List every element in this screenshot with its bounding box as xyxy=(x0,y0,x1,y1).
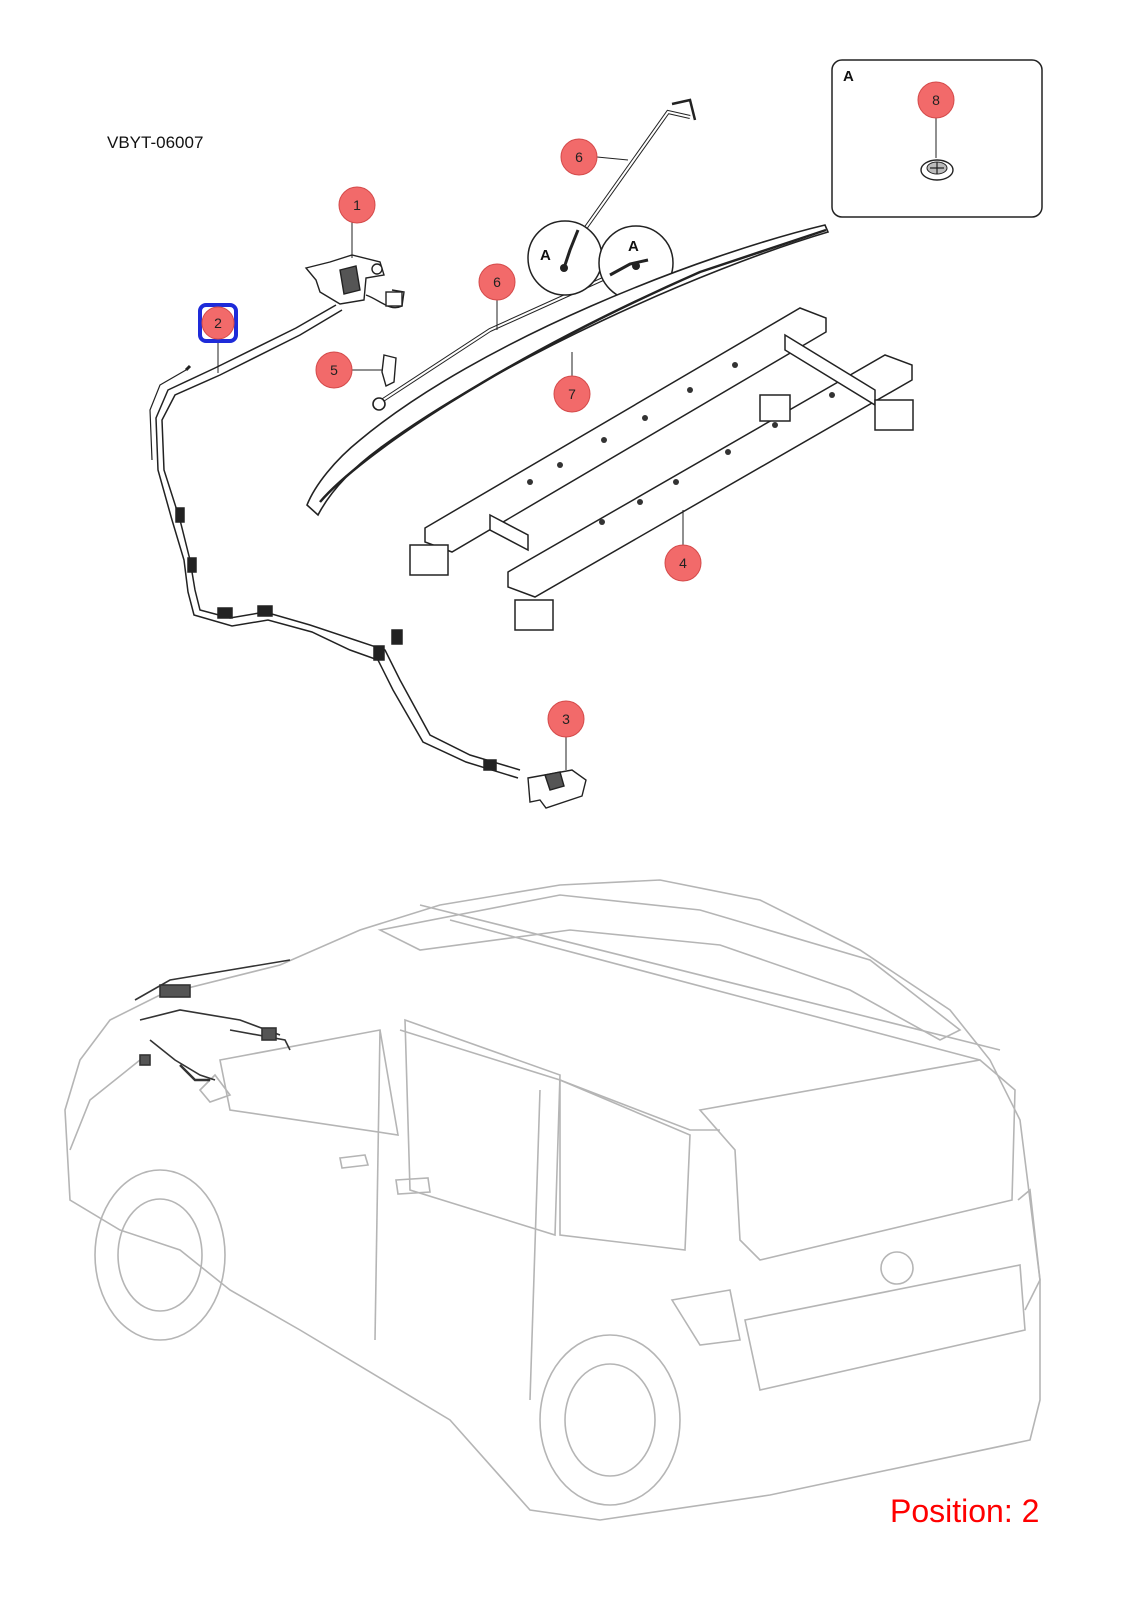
svg-text:1: 1 xyxy=(353,197,361,213)
vehicle-outline xyxy=(64,879,1041,1521)
callout-1[interactable]: 1 xyxy=(338,186,376,224)
callout-2[interactable]: 2 xyxy=(198,303,238,343)
svg-text:6: 6 xyxy=(575,149,583,165)
position-label: Position: 2 xyxy=(890,1493,1040,1529)
roof-trim-strip xyxy=(306,224,830,517)
vehicle-highlighted-harness xyxy=(134,959,291,1082)
release-cable-harness xyxy=(149,304,521,779)
seat-frame xyxy=(409,307,914,631)
detail-view-a-box: A xyxy=(831,59,1043,218)
callout-8[interactable]: 8 xyxy=(917,81,955,119)
callout-3[interactable]: 3 xyxy=(547,700,585,738)
frame-holes xyxy=(527,362,835,525)
callout-5[interactable]: 5 xyxy=(315,351,353,389)
callout-7[interactable]: 7 xyxy=(553,375,591,413)
svg-text:3: 3 xyxy=(562,711,570,727)
svg-text:A: A xyxy=(540,247,551,264)
svg-text:4: 4 xyxy=(679,555,687,571)
callout-2-highlight-frame xyxy=(198,303,238,343)
svg-text:6: 6 xyxy=(493,274,501,290)
detail-view-letter: A xyxy=(843,68,854,85)
svg-text:7: 7 xyxy=(568,386,576,402)
seat-latch-assembly xyxy=(304,222,405,309)
release-handle xyxy=(527,735,587,809)
svg-text:8: 8 xyxy=(932,92,940,108)
svg-text:2: 2 xyxy=(214,315,222,331)
callout-6-upper[interactable]: 6 xyxy=(560,138,598,176)
callout-4[interactable]: 4 xyxy=(664,544,702,582)
hook-bracket xyxy=(352,354,397,388)
document-code: VBYT-06007 xyxy=(107,133,204,152)
detail-a-magnifier-1: A xyxy=(527,220,603,296)
svg-text:A: A xyxy=(628,238,639,255)
callout-6-lower[interactable]: 6 xyxy=(478,263,516,301)
clip-part-icon xyxy=(920,159,954,181)
svg-text:5: 5 xyxy=(330,362,338,378)
